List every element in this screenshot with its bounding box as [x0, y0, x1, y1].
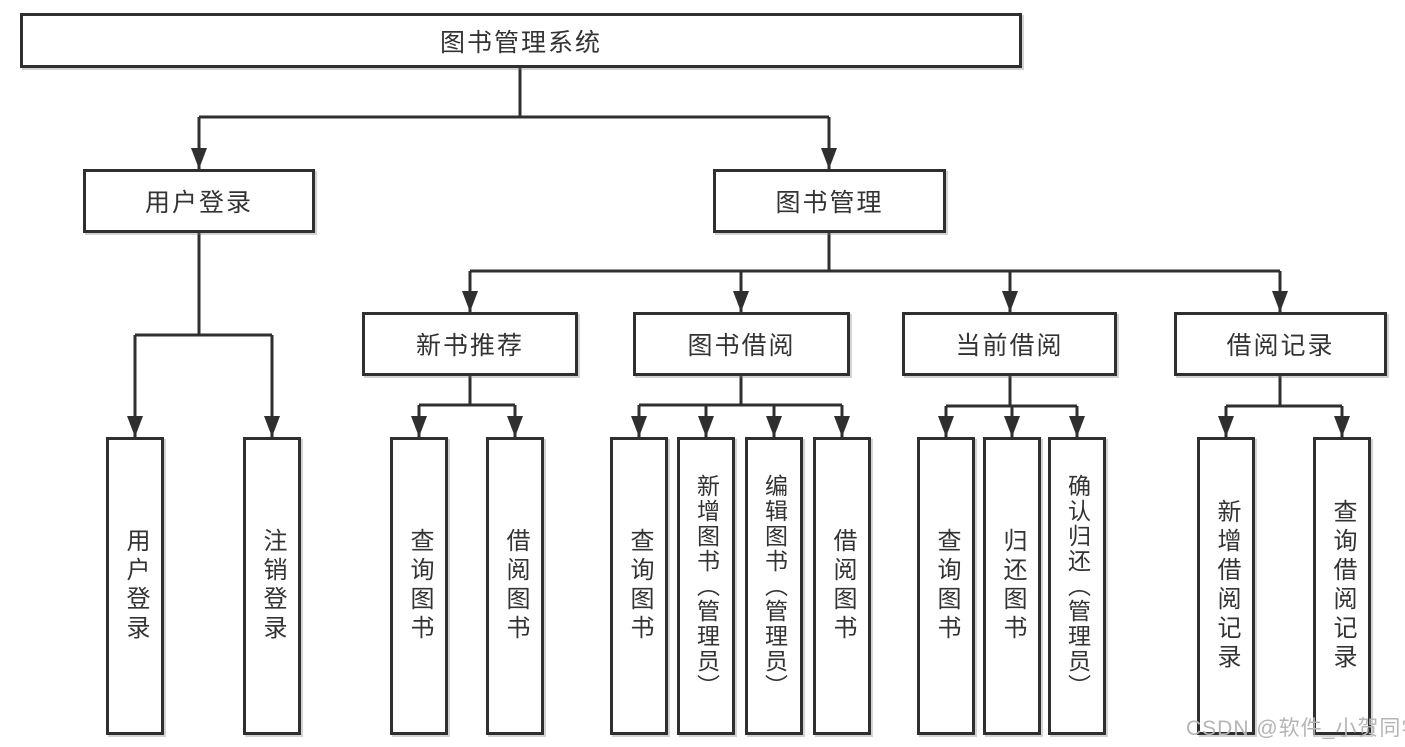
leaf-logout: 注销登录: [243, 437, 301, 735]
node-label: 归还图书: [999, 528, 1026, 644]
leaf-return-book: 归还图书: [983, 437, 1041, 735]
leaf-query-borrow-record: 查询借阅记录: [1313, 437, 1371, 735]
node-label: 查询借阅记录: [1329, 499, 1356, 673]
node-label: 借阅记录: [1226, 332, 1335, 360]
leaf-borrow-books: 借阅图书: [486, 437, 544, 735]
node-label: 当前借阅: [955, 332, 1064, 360]
node-label: 编辑图书（管理员）: [761, 473, 788, 699]
node-new-book-recommendation: 新书推荐: [362, 312, 578, 376]
leaf-query-books: 查询图书: [917, 437, 975, 735]
node-label: 注销登录: [259, 528, 286, 644]
leaf-query-books: 查询图书: [610, 437, 668, 735]
node-label: 借阅图书: [829, 528, 856, 644]
node-label: 用户登录: [144, 189, 253, 217]
node-label: 查询图书: [406, 528, 433, 644]
node-book-management: 图书管理: [713, 169, 946, 233]
node-borrowing-records: 借阅记录: [1174, 312, 1387, 376]
leaf-edit-book-admin: 编辑图书（管理员）: [745, 437, 803, 735]
node-label: 借阅图书: [502, 528, 529, 644]
node-label: 图书管理: [775, 189, 884, 217]
node-label: 确认归还（管理员）: [1064, 473, 1091, 699]
node-label: 新增借阅记录: [1213, 499, 1240, 673]
leaf-add-borrow-record: 新增借阅记录: [1197, 437, 1255, 735]
node-label: 图书管理系统: [439, 28, 602, 57]
node-label: 查询图书: [933, 528, 960, 644]
node-library-management-system: 图书管理系统: [20, 13, 1022, 68]
node-label: 查询图书: [626, 528, 653, 644]
node-label: 新书推荐: [415, 332, 524, 360]
node-label: 图书借阅: [687, 332, 796, 360]
leaf-query-books: 查询图书: [390, 437, 448, 735]
node-book-borrowing: 图书借阅: [633, 312, 850, 376]
node-label: 用户登录: [122, 528, 149, 644]
leaf-confirm-return-admin: 确认归还（管理员）: [1048, 437, 1106, 735]
node-user-login: 用户登录: [83, 169, 315, 233]
watermark-text: CSDN @软件_小贺同学: [1186, 717, 1405, 740]
leaf-borrow-books: 借阅图书: [813, 437, 871, 735]
leaf-user-login: 用户登录: [106, 437, 164, 735]
node-current-borrowing: 当前借阅: [902, 312, 1117, 376]
node-label: 新增图书（管理员）: [693, 473, 720, 699]
leaf-add-book-admin: 新增图书（管理员）: [677, 437, 735, 735]
